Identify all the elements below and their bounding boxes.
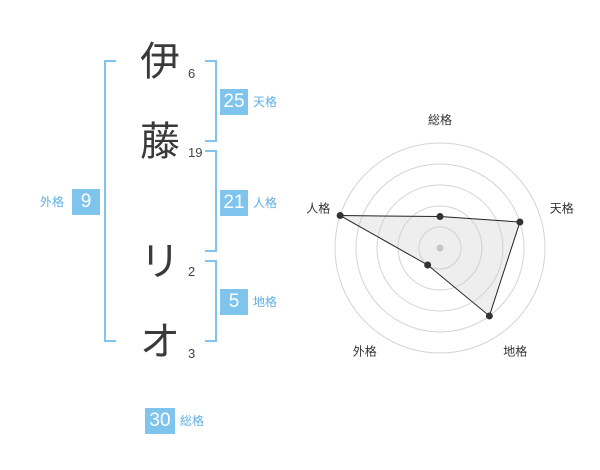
chikaku-bracket — [205, 260, 217, 342]
radar-point-2 — [516, 218, 524, 226]
name-char-3: リ — [140, 239, 180, 285]
stroke-count-4: 3 — [188, 346, 196, 361]
tenkaku-bracket — [205, 60, 217, 142]
chikaku-label: 地格 — [253, 295, 278, 309]
radar-point-4 — [424, 261, 432, 269]
jinkaku-label: 人格 — [253, 196, 278, 210]
chikaku-value: 5 — [220, 289, 248, 315]
jinkaku-bracket — [205, 150, 217, 252]
radar-point-5 — [336, 212, 344, 220]
name-char-2: 藤 — [140, 119, 180, 165]
gaikaku-label: 外格 — [40, 195, 65, 209]
radar-ring — [376, 184, 504, 312]
tenkaku-label: 天格 — [253, 95, 278, 109]
radar-axis-label-1: 総格 — [428, 112, 452, 127]
radar-axis-label-2: 天格 — [550, 200, 574, 215]
radar-axis-label-4: 外格 — [353, 344, 377, 359]
radar-axis-label-5: 人格 — [306, 200, 330, 215]
radar-ring — [418, 226, 462, 270]
radar-point-3 — [485, 312, 493, 320]
radar-center-dot — [436, 244, 444, 252]
tenkaku-value: 25 — [220, 89, 248, 115]
name-char-1: 伊 — [140, 39, 180, 85]
radar-ring — [334, 142, 546, 354]
gaikaku-bracket — [104, 60, 116, 342]
name-char-4: オ — [140, 319, 180, 365]
radar-ring — [355, 163, 525, 333]
soukaku-value: 30 — [145, 408, 175, 434]
stroke-count-1: 6 — [188, 66, 196, 81]
radar-point-1 — [436, 213, 444, 220]
gaikaku-value: 9 — [72, 189, 100, 215]
jinkaku-value: 21 — [220, 190, 248, 216]
stroke-count-3: 2 — [188, 264, 196, 279]
stroke-count-2: 19 — [188, 145, 203, 160]
soukaku-label: 総格 — [180, 414, 205, 428]
radar-axis-label-3: 地格 — [503, 344, 527, 359]
